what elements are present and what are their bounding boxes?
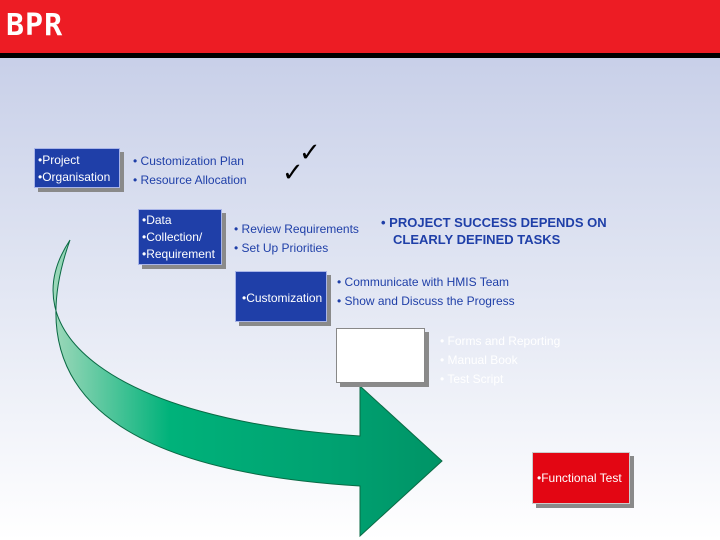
review-note: • Set Up Priorities bbox=[234, 241, 329, 255]
success-note-line: • PROJECT SUCCESS DEPENDS ON bbox=[381, 215, 607, 230]
plan-note: • Customization Plan bbox=[133, 154, 244, 168]
data-box: •Data •Collection/ •Requirement bbox=[138, 209, 222, 265]
forms-note: • Test Script bbox=[440, 372, 504, 386]
success-note: • PROJECT SUCCESS DEPENDS ON CLEARLY DEF… bbox=[381, 214, 607, 248]
plan-notes: • Customization Plan • Resource Allocati… bbox=[133, 152, 247, 190]
forms-note: • Manual Book bbox=[440, 353, 518, 367]
forms-note: • Forms and Reporting bbox=[440, 334, 561, 348]
check-mark-icon: ✓ bbox=[282, 158, 304, 188]
blank-box bbox=[336, 328, 425, 383]
functional-test-label: •Functional Test bbox=[537, 471, 622, 485]
forms-notes: • Forms and Reporting • Manual Book • Te… bbox=[440, 332, 560, 389]
success-note-line: CLEARLY DEFINED TASKS bbox=[393, 232, 561, 247]
customization-box: •Customization bbox=[235, 271, 327, 322]
data-box-line: •Collection/ bbox=[142, 230, 203, 244]
data-box-line: •Requirement bbox=[142, 247, 215, 261]
title-bar-underline bbox=[0, 53, 720, 58]
project-box-line: •Organisation bbox=[38, 170, 111, 184]
functional-test-box: •Functional Test bbox=[532, 452, 630, 504]
review-notes: • Review Requirements • Set Up Prioritie… bbox=[234, 220, 359, 258]
check-mark-icon: ✓ bbox=[299, 138, 321, 168]
customization-notes: • Communicate with HMIS Team • Show and … bbox=[337, 273, 515, 311]
review-note: • Review Requirements bbox=[234, 222, 359, 236]
slide-title: BPR bbox=[6, 8, 64, 43]
project-box: •Project •Organisation bbox=[34, 148, 120, 188]
project-box-line: •Project bbox=[38, 153, 80, 167]
customization-note: • Show and Discuss the Progress bbox=[337, 294, 515, 308]
customization-box-label: •Customization bbox=[242, 291, 323, 305]
title-bar bbox=[0, 0, 720, 53]
customization-note: • Communicate with HMIS Team bbox=[337, 275, 510, 289]
data-box-line: •Data bbox=[142, 213, 172, 227]
plan-note: • Resource Allocation bbox=[133, 173, 247, 187]
